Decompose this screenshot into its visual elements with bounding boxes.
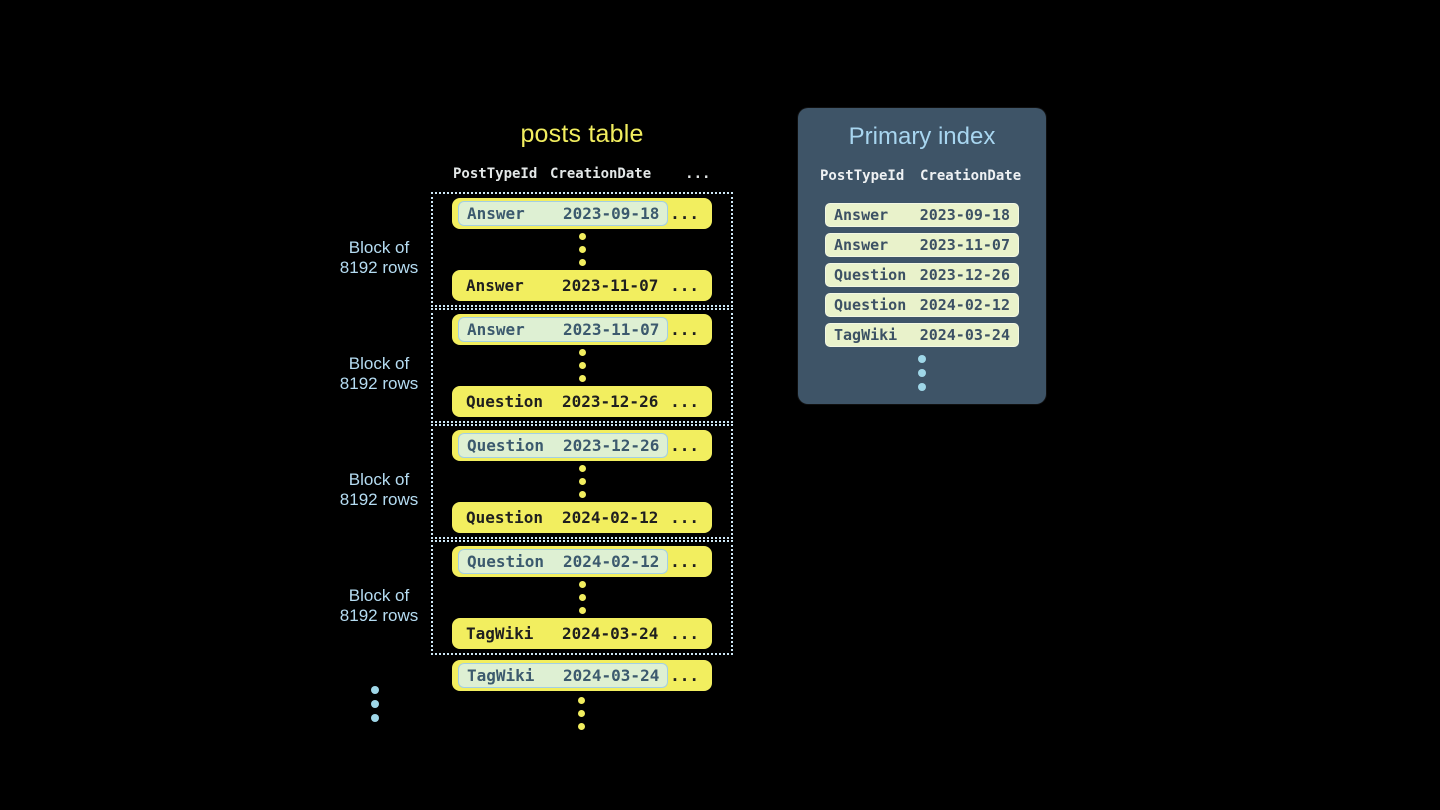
more-columns-ellipsis: ... — [670, 204, 699, 223]
column-header-creationdate: CreationDate — [550, 166, 652, 182]
hidden-rows-dots-icon — [578, 349, 586, 382]
block-label-line1: Block of — [348, 470, 410, 489]
creation-date-cell: 2024-02-12 — [562, 508, 659, 527]
creation-date-cell: 2023-09-18 — [919, 206, 1010, 224]
block-first-row: Answer 2023-11-07 ... — [452, 314, 712, 345]
post-type-cell: TagWiki — [467, 666, 535, 685]
more-blocks-dots-icon — [371, 686, 379, 722]
block-first-row: Answer 2023-09-18 ... — [452, 198, 712, 229]
primary-index-column-headers: PostTypeId CreationDate — [820, 168, 1021, 184]
post-type-cell: Question — [467, 436, 545, 455]
creation-date-cell: 2023-12-26 — [563, 436, 660, 455]
index-entry: Answer 2023-09-18 — [825, 203, 1019, 227]
more-columns-ellipsis: ... — [670, 508, 699, 527]
index-entry-highlight: TagWiki 2024-03-24 — [458, 663, 669, 688]
row-block-3: Question 2023-12-26 ... Question 2024-02… — [431, 424, 733, 539]
block-size-label: Block of 8192 rows — [324, 238, 434, 278]
column-header-posttypeid: PostTypeId — [453, 166, 538, 182]
creation-date-cell: 2024-03-24 — [562, 624, 659, 643]
creation-date-cell: 2023-11-07 — [919, 236, 1010, 254]
post-type-cell: Question — [466, 508, 544, 527]
index-entry: Question 2024-02-12 — [825, 293, 1019, 317]
post-type-cell: Question — [834, 296, 907, 314]
primary-index-entries: Answer 2023-09-18 Answer 2023-11-07 Ques… — [825, 203, 1019, 347]
more-columns-ellipsis: ... — [670, 276, 699, 295]
block-size-label: Block of 8192 rows — [324, 586, 434, 626]
more-columns-ellipsis: ... — [670, 392, 699, 411]
primary-index-panel: Primary index PostTypeId CreationDate An… — [798, 108, 1046, 404]
column-header-creationdate: CreationDate — [920, 168, 1022, 184]
index-entry-highlight: Answer 2023-11-07 — [458, 317, 669, 342]
block-label-line2: 8192 rows — [339, 606, 419, 625]
post-type-cell: Answer — [467, 320, 525, 339]
post-type-cell: Question — [834, 266, 907, 284]
creation-date-cell: 2023-12-26 — [562, 392, 659, 411]
creation-date-cell: 2023-11-07 — [562, 276, 659, 295]
more-columns-ellipsis: ... — [670, 624, 699, 643]
primary-index-title: Primary index — [848, 123, 996, 150]
block-label-line2: 8192 rows — [339, 374, 419, 393]
posts-table-column-headers: PostTypeId CreationDate ... — [431, 166, 733, 182]
creation-date-cell: 2023-11-07 — [563, 320, 660, 339]
block-first-row: Question 2024-02-12 ... — [452, 546, 712, 577]
post-type-cell: Answer — [834, 236, 889, 254]
more-index-entries-dots-icon — [918, 355, 926, 391]
row-block-1: Answer 2023-09-18 ... Answer 2023-11-07 … — [431, 192, 733, 307]
hidden-rows-dots-icon — [578, 581, 586, 614]
hidden-rows-dots-icon — [578, 233, 586, 266]
post-type-cell: Answer — [834, 206, 889, 224]
block-label-line2: 8192 rows — [339, 490, 419, 509]
block-size-label: Block of 8192 rows — [324, 470, 434, 510]
creation-date-cell: 2023-09-18 — [563, 204, 660, 223]
hidden-rows-dots-icon — [578, 465, 586, 498]
more-columns-ellipsis: ... — [670, 666, 699, 685]
creation-date-cell: 2024-02-12 — [563, 552, 660, 571]
index-entry-highlight: Answer 2023-09-18 — [458, 201, 669, 226]
creation-date-cell: 2024-03-24 — [919, 326, 1010, 344]
hidden-rows-dots-icon — [578, 697, 585, 730]
index-entry: TagWiki 2024-03-24 — [825, 323, 1019, 347]
post-type-cell: Answer — [467, 204, 525, 223]
block-last-row: TagWiki 2024-03-24 ... — [452, 618, 712, 649]
column-header-posttypeid: PostTypeId — [820, 168, 905, 184]
index-entry: Answer 2023-11-07 — [825, 233, 1019, 257]
more-columns-ellipsis: ... — [670, 552, 699, 571]
block-label-line1: Block of — [348, 586, 410, 605]
block-size-label: Block of 8192 rows — [324, 354, 434, 394]
post-type-cell: TagWiki — [834, 326, 898, 344]
post-type-cell: Question — [467, 552, 545, 571]
block-last-row: Question 2024-02-12 ... — [452, 502, 712, 533]
block-label-line1: Block of — [348, 354, 410, 373]
block-last-row: Answer 2023-11-07 ... — [452, 270, 712, 301]
posts-table-title: posts table — [520, 120, 644, 148]
more-columns-ellipsis: ... — [670, 320, 699, 339]
block-label-line2: 8192 rows — [339, 258, 419, 277]
post-type-cell: TagWiki — [466, 624, 534, 643]
post-type-cell: Question — [466, 392, 544, 411]
row-block-2: Answer 2023-11-07 ... Question 2023-12-2… — [431, 308, 733, 423]
more-columns-ellipsis: ... — [670, 436, 699, 455]
index-entry-highlight: Question 2024-02-12 — [458, 549, 669, 574]
block-last-row: Question 2023-12-26 ... — [452, 386, 712, 417]
creation-date-cell: 2024-02-12 — [919, 296, 1010, 314]
index-entry: Question 2023-12-26 — [825, 263, 1019, 287]
row-block-4: Question 2024-02-12 ... TagWiki 2024-03-… — [431, 540, 733, 655]
index-entry-highlight: Question 2023-12-26 — [458, 433, 669, 458]
block-label-line1: Block of — [348, 238, 410, 257]
creation-date-cell: 2023-12-26 — [919, 266, 1010, 284]
block-first-row: Question 2023-12-26 ... — [452, 430, 712, 461]
creation-date-cell: 2024-03-24 — [563, 666, 660, 685]
overflow-first-row: TagWiki 2024-03-24 ... — [452, 660, 712, 691]
column-header-more-ellipsis: ... — [685, 166, 711, 182]
post-type-cell: Answer — [466, 276, 524, 295]
